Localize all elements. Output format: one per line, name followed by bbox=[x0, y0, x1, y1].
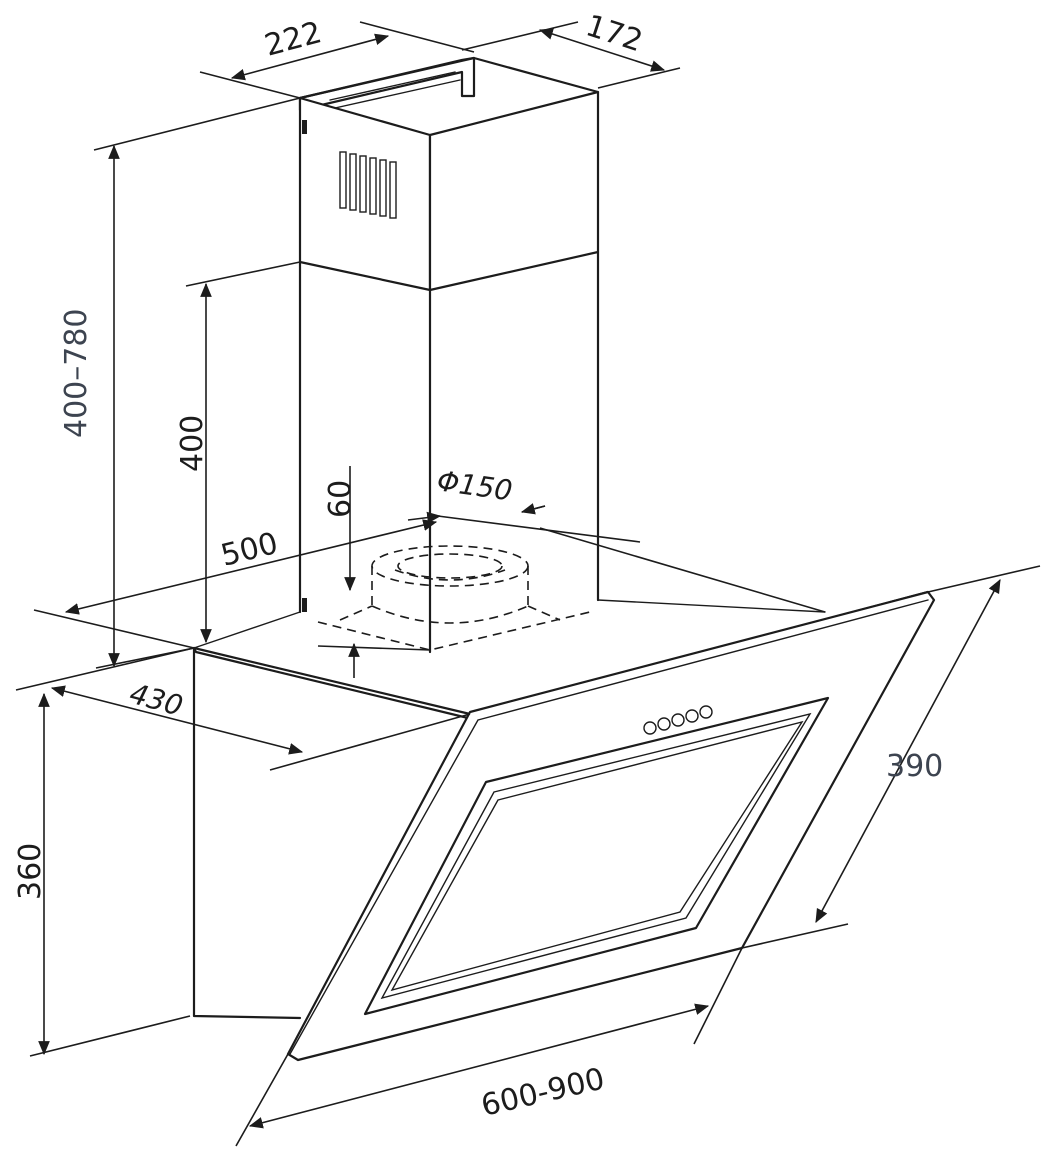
label-body-depth: 430 bbox=[126, 677, 186, 723]
label-hood-width: 600-900 bbox=[478, 1061, 608, 1123]
upper-chimney-left-face bbox=[298, 96, 432, 292]
label-duct-diameter: Φ150 bbox=[435, 464, 514, 507]
label-body-width: 500 bbox=[217, 526, 281, 574]
vent-slots-icon bbox=[339, 151, 397, 219]
label-body-height: 360 bbox=[13, 843, 48, 900]
label-chimney-lower-height: 400 bbox=[175, 415, 210, 472]
hood-left-side bbox=[192, 646, 302, 1020]
dimension-lines bbox=[15, 21, 1041, 1147]
lower-chimney bbox=[298, 250, 600, 654]
label-chimney-total-height: 400–780 bbox=[59, 308, 94, 438]
label-top-width: 222 bbox=[261, 15, 325, 64]
duct-collar bbox=[317, 545, 591, 651]
button-cluster-icon[interactable] bbox=[643, 705, 713, 735]
glass-panel bbox=[286, 590, 936, 1062]
top-bracket bbox=[298, 56, 476, 112]
upper-chimney-right-face bbox=[428, 90, 600, 292]
label-top-depth: 172 bbox=[582, 8, 647, 59]
label-duct-offset: 60 bbox=[323, 480, 358, 518]
label-glass-height: 390 bbox=[886, 749, 943, 784]
chimney bbox=[298, 56, 600, 654]
glass-outer-frame bbox=[286, 590, 936, 1062]
glass-inner-window bbox=[363, 696, 830, 1016]
